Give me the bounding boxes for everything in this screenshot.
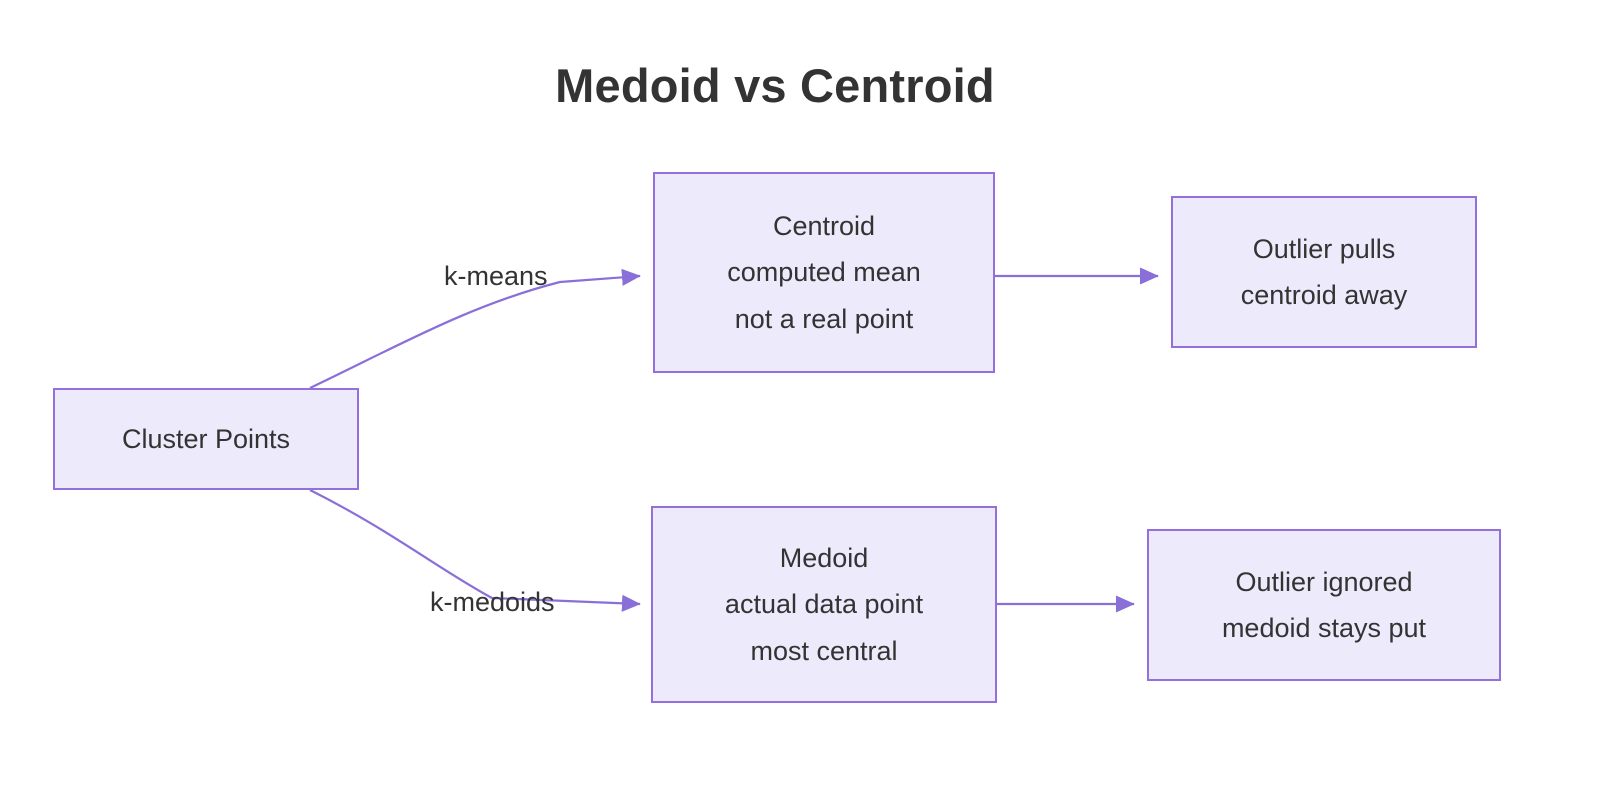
node-label-line: computed mean — [727, 257, 921, 288]
edge-label-k-means: k-means — [444, 261, 548, 291]
node-centroid[interactable]: Centroid computed mean not a real point — [653, 172, 995, 373]
node-label-line: not a real point — [734, 303, 914, 334]
node-label-line: most central — [750, 635, 898, 666]
node-cluster-points[interactable]: Cluster Points — [53, 388, 359, 490]
node-label-line: medoid stays put — [1221, 613, 1427, 643]
page-title: Medoid vs Centroid — [555, 59, 995, 112]
node-label-line: Medoid — [779, 543, 869, 574]
node-label-line: Cluster Points — [121, 423, 291, 454]
edge-label-k-medoids: k-medoids — [430, 587, 555, 617]
node-outlier-pulls-centroid-away[interactable]: Outlier pulls centroid away — [1171, 196, 1477, 348]
node-label-line: Centroid — [772, 211, 876, 242]
node-medoid[interactable]: Medoid actual data point most central — [651, 506, 997, 703]
node-label-line: Outlier ignored — [1235, 566, 1413, 597]
node-label-line: actual data point — [724, 589, 924, 620]
node-outlier-ignored-medoid-stays-put[interactable]: Outlier ignored medoid stays put — [1147, 529, 1501, 681]
node-label-line: centroid away — [1240, 280, 1408, 310]
node-label-line: Outlier pulls — [1252, 233, 1396, 264]
edge-cluster-to-centroid — [309, 268, 641, 389]
